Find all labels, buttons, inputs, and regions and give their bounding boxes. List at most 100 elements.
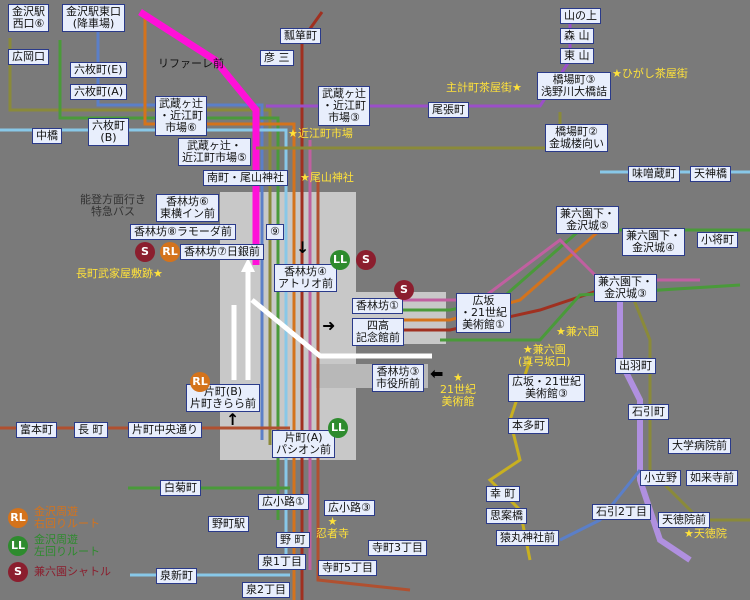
stop-hirosaka21-1[interactable]: 広坂・21世紀美術館① bbox=[456, 293, 511, 333]
stop-9[interactable]: ⑨ bbox=[266, 224, 284, 240]
stop-hirokoji1[interactable]: 広小路① bbox=[258, 494, 309, 510]
landmark-omicho: ★近江町市場 bbox=[288, 127, 353, 140]
stop-daigaku[interactable]: 大学病院前 bbox=[668, 438, 731, 454]
express-bus-note: 能登方面行き特急バス bbox=[80, 193, 146, 218]
stop-moriyama[interactable]: 森 山 bbox=[560, 28, 594, 44]
stop-korinbo8[interactable]: 香林坊⑧ラモーダ前 bbox=[130, 224, 236, 240]
stop-kenroku-4[interactable]: 兼六園下・金沢城④ bbox=[622, 228, 685, 256]
landmark-tentokuin: ★天徳院 bbox=[684, 527, 727, 540]
stop-yamanoue[interactable]: 山の上 bbox=[560, 8, 601, 24]
legend-ll-badge: LL bbox=[8, 536, 28, 556]
route-green-kenroku2 bbox=[440, 283, 741, 342]
stop-kenroku-3[interactable]: 兼六園下・金沢城③ bbox=[594, 274, 657, 302]
walk-arrow-3 bbox=[250, 298, 432, 359]
stop-shianbashi[interactable]: 思案橋 bbox=[486, 508, 527, 524]
stop-rokumaicho-a[interactable]: 六枚町(A) bbox=[70, 84, 128, 100]
stop-hirosaka21-3[interactable]: 広坂・21世紀美術館③ bbox=[508, 374, 585, 402]
stop-sarumaru[interactable]: 猿丸神社前 bbox=[496, 530, 559, 546]
stop-hirooka[interactable]: 広岡口 bbox=[8, 49, 49, 65]
arrow-up-icon: ↑ bbox=[226, 410, 240, 429]
stop-nomachi[interactable]: 野 町 bbox=[276, 532, 310, 548]
plaza-korinbo-katamachi bbox=[220, 192, 356, 460]
stop-tentoku[interactable]: 天徳院前 bbox=[658, 512, 710, 528]
badge-s-atorio: S bbox=[356, 250, 376, 270]
landmark-higashi-chaya: ★ひがし茶屋街 bbox=[612, 67, 688, 80]
stop-musashi3[interactable]: 武蔵ヶ辻・近江町市場③ bbox=[318, 86, 370, 126]
stop-kanazawa-east[interactable]: 金沢駅東口(降車場) bbox=[62, 4, 125, 32]
stop-izumishin[interactable]: 泉新町 bbox=[156, 568, 197, 584]
stop-tenjin[interactable]: 天神橋 bbox=[690, 166, 731, 182]
arrow-left-icon: ⬅ bbox=[430, 364, 444, 383]
stop-owari[interactable]: 尾張町 bbox=[428, 102, 469, 118]
stop-tomimoto[interactable]: 富本町 bbox=[16, 422, 57, 438]
stop-korinbo1[interactable]: 香林坊① bbox=[352, 298, 403, 314]
stop-nagamachi[interactable]: 長 町 bbox=[74, 422, 108, 438]
stop-rokumaicho-e[interactable]: 六枚町(E) bbox=[70, 62, 127, 78]
stop-korinbo7[interactable]: 香林坊⑦日銀前 bbox=[180, 244, 264, 260]
stop-misogura[interactable]: 味噌蔵町 bbox=[628, 166, 680, 182]
stop-nakahashi[interactable]: 中橋 bbox=[32, 128, 62, 144]
legend-rl-text: 金沢周遊右回りルート bbox=[34, 505, 100, 530]
stop-katamachi-a[interactable]: 片町(A)パシオン前 bbox=[272, 430, 335, 458]
badge-ll-atorio: LL bbox=[330, 250, 350, 270]
landmark-oyama: ★尾山神社 bbox=[300, 171, 354, 184]
label-rifare: リファーレ前 bbox=[158, 57, 224, 70]
stop-hirokoji3[interactable]: 広小路③ bbox=[324, 500, 375, 516]
landmark-kenrokuen-mayumizaka: ★兼六園(真弓坂口) bbox=[518, 343, 571, 368]
stop-teramachi5[interactable]: 寺町5丁目 bbox=[318, 560, 377, 576]
stop-rokumaicho-b[interactable]: 六枚町(B) bbox=[88, 118, 129, 146]
route-brown bbox=[316, 180, 411, 592]
stop-izumi1[interactable]: 泉1丁目 bbox=[258, 554, 306, 570]
landmark-kenrokuen: ★兼六園 bbox=[556, 325, 599, 338]
stop-nomachi-eki[interactable]: 野町駅 bbox=[208, 516, 249, 532]
stop-nyorai[interactable]: 如来寺前 bbox=[686, 470, 738, 486]
stop-honda[interactable]: 本多町 bbox=[508, 418, 549, 434]
landmark-nagamachi: 長町武家屋敷跡★ bbox=[76, 267, 163, 280]
stop-ishibiki2[interactable]: 石引2丁目 bbox=[592, 504, 651, 520]
stop-ishibiki[interactable]: 石引町 bbox=[628, 404, 669, 420]
route-olive bbox=[8, 38, 272, 445]
stop-shiragiku[interactable]: 白菊町 bbox=[160, 480, 201, 496]
stop-kanazawa-west[interactable]: 金沢駅西口⑥ bbox=[8, 4, 49, 32]
stop-katamachi-chuo[interactable]: 片町中央通り bbox=[128, 422, 202, 438]
stop-kenroku-5[interactable]: 兼六園下・金沢城⑤ bbox=[556, 206, 619, 234]
stop-kosho[interactable]: 小将町 bbox=[697, 232, 738, 248]
stop-saiwai[interactable]: 幸 町 bbox=[486, 486, 520, 502]
legend-s-badge: S bbox=[8, 562, 28, 582]
badge-rl-korinbo: RL bbox=[160, 242, 180, 262]
landmark-ninjadera: ★忍者寺 bbox=[316, 515, 349, 540]
stop-higashiyama[interactable]: 東 山 bbox=[560, 48, 594, 64]
badge-ll-katamachi: LL bbox=[328, 418, 348, 438]
arrow-down-icon: ↓ bbox=[296, 238, 310, 257]
stop-izumi2[interactable]: 泉2丁目 bbox=[242, 582, 290, 598]
badge-rl-katamachi: RL bbox=[190, 372, 210, 392]
route-blue-tentoku bbox=[559, 469, 642, 542]
stop-kodatsuno[interactable]: 小立野 bbox=[640, 470, 681, 486]
stop-musashi6[interactable]: 武蔵ヶ辻・近江町市場⑥ bbox=[155, 96, 207, 136]
legend-s-text: 兼六園シャトル bbox=[34, 565, 111, 578]
legend-rl-badge: RL bbox=[8, 508, 28, 528]
stop-shiko[interactable]: 四高記念館前 bbox=[352, 318, 404, 346]
legend-ll-text: 金沢周遊左回りルート bbox=[34, 533, 100, 558]
badge-s-korinbo: S bbox=[135, 242, 155, 262]
stop-musashi5[interactable]: 武蔵ヶ辻・近江町市場⑤ bbox=[178, 138, 251, 166]
route-orange bbox=[143, 12, 296, 600]
route-magenta bbox=[138, 9, 260, 265]
stop-hikoso[interactable]: 彦 三 bbox=[260, 50, 294, 66]
stop-minamicho[interactable]: 南町・尾山神社 bbox=[203, 170, 288, 186]
stop-teramachi3[interactable]: 寺町3丁目 bbox=[368, 540, 427, 556]
badge-s-korinbo1: S bbox=[394, 280, 414, 300]
route-lavender bbox=[617, 290, 692, 563]
landmark-shukeimachi: 主計町茶屋街★ bbox=[446, 81, 522, 94]
walk-arrow-head bbox=[241, 258, 255, 272]
stop-hyotan[interactable]: 瓢箪町 bbox=[280, 28, 321, 44]
stop-demachi[interactable]: 出羽町 bbox=[615, 358, 656, 374]
arrow-right-icon: ➜ bbox=[322, 316, 336, 335]
